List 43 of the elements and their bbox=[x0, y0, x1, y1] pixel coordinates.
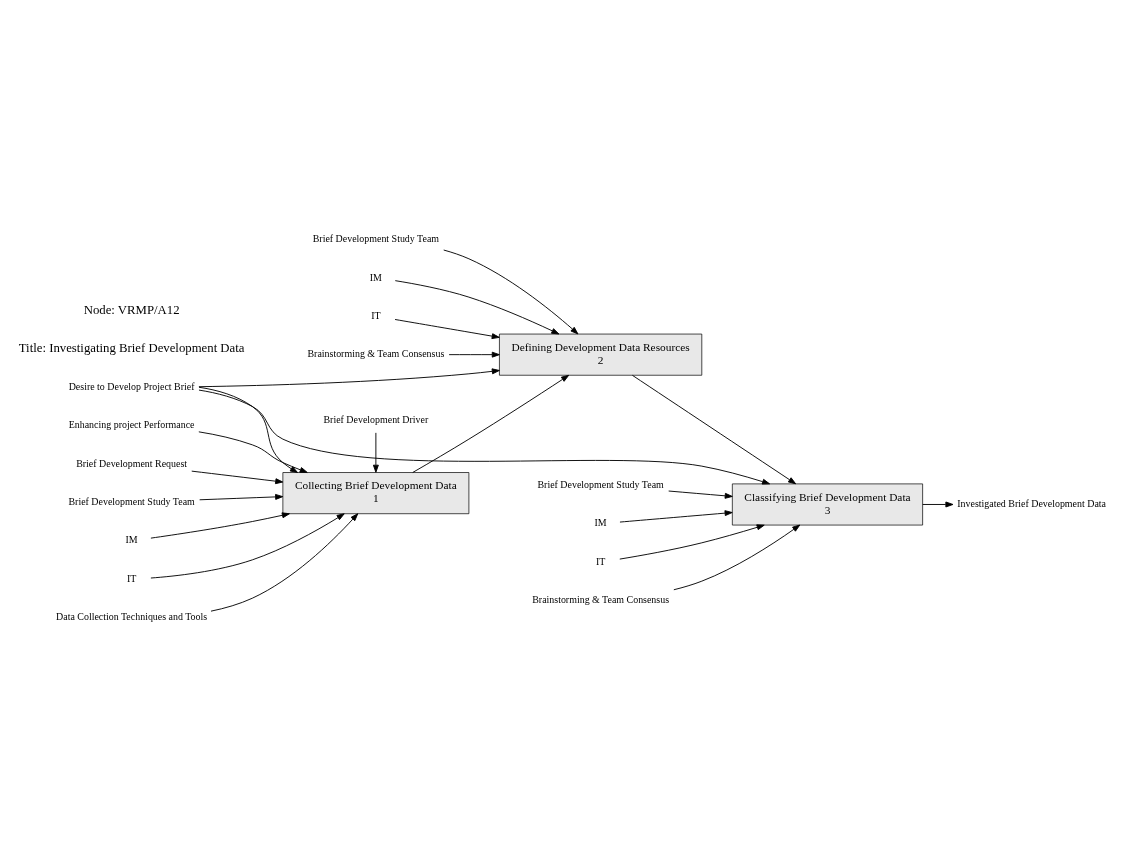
node-text: Desire to Develop Project Brief bbox=[68, 380, 195, 392]
node-box: Collecting Brief Development Data 1 bbox=[282, 472, 470, 515]
node-text: Brief Development Request bbox=[76, 457, 188, 469]
arrow bbox=[412, 374, 570, 473]
arrow bbox=[198, 389, 771, 485]
arrow bbox=[191, 470, 284, 485]
node-text: IM bbox=[125, 534, 138, 546]
node-text: Brief Development Study Team bbox=[537, 478, 664, 490]
arrow bbox=[150, 512, 290, 539]
node-text: IT bbox=[595, 555, 606, 567]
label: Title: Investigating Brief Development Data bbox=[18, 341, 245, 356]
node-text: Enhancing project Performance bbox=[68, 419, 195, 431]
arrow bbox=[198, 431, 308, 473]
node-text: IM bbox=[369, 271, 382, 283]
node-box: Classifying Brief Development Data 3 bbox=[732, 483, 923, 526]
node-text: IT bbox=[126, 572, 137, 584]
node-text: Brief Development Study Team bbox=[68, 495, 195, 507]
node-text: IT bbox=[371, 309, 381, 321]
arrow bbox=[150, 513, 345, 579]
arrow bbox=[619, 524, 765, 560]
arrow bbox=[199, 493, 284, 501]
arrow bbox=[372, 432, 379, 473]
arrow bbox=[448, 351, 500, 358]
node-text: Brief Development Driver bbox=[323, 413, 429, 425]
arrow bbox=[632, 374, 797, 485]
arrow bbox=[198, 386, 298, 473]
arrow bbox=[210, 513, 359, 612]
arrow bbox=[443, 249, 579, 335]
arrow bbox=[394, 319, 500, 340]
node-text: Brief Development Study Team bbox=[312, 233, 440, 245]
node-text: Brainstorming & Team Consensus bbox=[532, 593, 670, 605]
label: Node: VRMP/A12 bbox=[83, 302, 180, 317]
arrow bbox=[668, 490, 733, 499]
arrow bbox=[394, 280, 560, 335]
node-text: IM bbox=[594, 517, 607, 529]
node-text: Brainstorming & Team Consensus bbox=[307, 348, 445, 360]
arrow bbox=[619, 510, 733, 523]
node-box: Defining Development Data Resources 2 bbox=[499, 333, 703, 376]
arrow bbox=[673, 524, 801, 591]
node-text: Investigated Brief Development Data bbox=[957, 498, 1106, 510]
node-text: Data Collection Techniques and Tools bbox=[56, 611, 208, 623]
arrow bbox=[922, 501, 954, 508]
arrow bbox=[198, 368, 500, 388]
